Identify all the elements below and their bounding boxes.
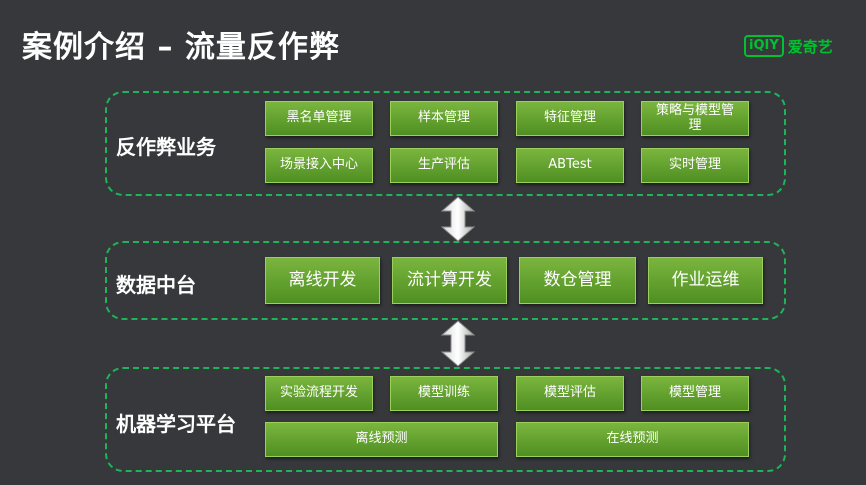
section-label: 机器学习平台: [116, 412, 236, 436]
box-realtime-management: 实时管理: [641, 148, 749, 183]
box-stream-computing-development: 流计算开发: [392, 257, 507, 304]
box-sample-management: 样本管理: [390, 101, 498, 136]
iqiyi-logo: iQIY 爱奇艺: [744, 35, 833, 57]
section-anti-fraud-business: [105, 91, 786, 196]
box-offline-prediction: 离线预测: [265, 422, 498, 457]
box-strategy-model-management: 策略与模型管理: [641, 101, 749, 136]
box-model-management: 模型管理: [641, 376, 749, 411]
page-title: 案例介绍 – 流量反作弊: [22, 30, 340, 65]
section-machine-learning-platform: [105, 367, 786, 472]
logo-mark: iQIY: [744, 35, 784, 57]
section-data-platform: [105, 241, 786, 320]
box-blacklist-management: 黑名单管理: [265, 101, 373, 136]
box-online-prediction: 在线预测: [516, 422, 749, 457]
box-model-evaluation: 模型评估: [516, 376, 624, 411]
box-abtest: ABTest: [516, 148, 624, 183]
section-label: 数据中台: [116, 273, 196, 297]
box-data-warehouse-management: 数仓管理: [519, 257, 636, 304]
box-scene-access-center: 场景接入中心: [265, 148, 373, 183]
double-arrow-icon: [441, 196, 475, 242]
box-experiment-flow-development: 实验流程开发: [265, 376, 373, 411]
box-offline-development: 离线开发: [265, 257, 380, 304]
box-production-evaluation: 生产评估: [390, 148, 498, 183]
box-job-operations: 作业运维: [648, 257, 763, 304]
box-feature-management: 特征管理: [516, 101, 624, 136]
section-label: 反作弊业务: [116, 135, 216, 159]
logo-text: 爱奇艺: [787, 37, 833, 56]
box-model-training: 模型训练: [390, 376, 498, 411]
double-arrow-icon: [441, 320, 475, 367]
